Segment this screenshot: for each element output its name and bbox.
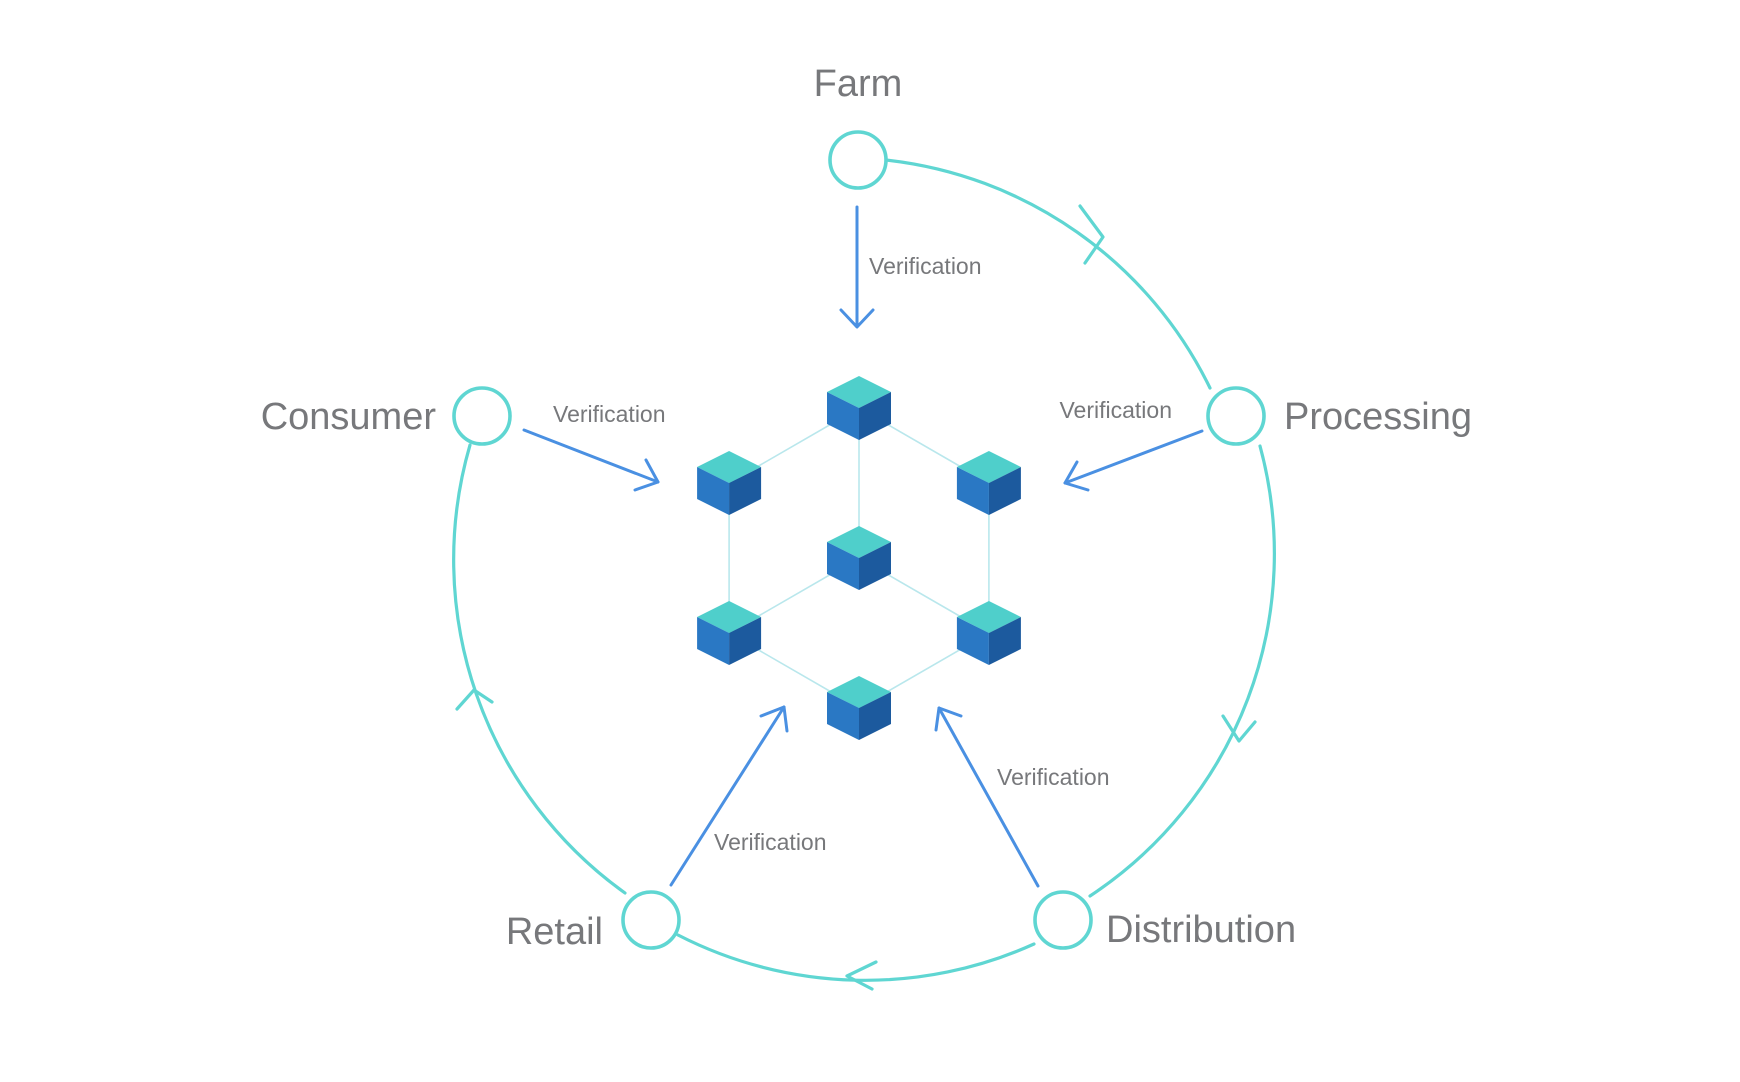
ring-arc-processing-to-distribution (1088, 444, 1276, 898)
blockchain-cube-icon (956, 601, 1021, 665)
cube-face (859, 392, 891, 440)
distribution-label: Distribution (1106, 909, 1296, 951)
stage-labels: Farm Processing Distribution Retail Cons… (261, 63, 1472, 953)
farm-verification-label: Verification (869, 253, 982, 279)
cube-face (859, 692, 891, 740)
consumer-verification-arrow (522, 428, 660, 492)
distribution-verification-arrow (934, 706, 1040, 888)
cube-face (827, 392, 859, 440)
blockchain-cube-icon (827, 676, 891, 740)
farm-node-circle (828, 130, 888, 190)
consumer-verification-label: Verification (553, 401, 666, 427)
ring-arc-distribution-to-retail (676, 933, 1036, 982)
network-blocks (697, 376, 1021, 740)
cube-face (729, 467, 762, 515)
cube-face (729, 617, 762, 665)
blockchain-cube-icon (697, 451, 762, 515)
cube-face (859, 542, 891, 590)
blockchain-cube-icon (956, 451, 1021, 515)
ring-direction-chevron (845, 960, 878, 991)
verification-labels: Verification Verification Verification V… (553, 253, 1172, 855)
processing-node-circle (1206, 386, 1266, 446)
retail-verification-arrow (669, 705, 789, 887)
distribution-node-circle (1033, 890, 1093, 950)
retail-label: Retail (506, 911, 603, 953)
ring-direction-chevron (1078, 204, 1105, 265)
ring-direction-chevron (1221, 714, 1257, 743)
cube-face (956, 617, 989, 665)
cube-face (988, 467, 1021, 515)
ring-direction-chevron (455, 688, 494, 711)
retail-node-circle (621, 890, 681, 950)
cube-face (827, 542, 859, 590)
retail-verification-label: Verification (714, 829, 827, 855)
consumer-label: Consumer (261, 396, 437, 438)
stage-nodes (452, 130, 1266, 950)
processing-label: Processing (1284, 396, 1472, 438)
processing-verification-label: Verification (1059, 397, 1172, 423)
verification-arrows (522, 205, 1204, 888)
cube-face (697, 467, 730, 515)
consumer-node-circle (452, 386, 512, 446)
supply-cycle-ring (452, 158, 1276, 991)
cube-face (827, 692, 859, 740)
farm-verification-arrow (839, 205, 875, 329)
blockchain-cube-icon (697, 601, 762, 665)
ring-arc-farm-to-processing (884, 158, 1212, 390)
processing-verification-arrow (1063, 429, 1204, 492)
distribution-verification-label: Verification (997, 764, 1110, 790)
farm-label: Farm (814, 63, 903, 105)
ring-arc-retail-to-consumer (452, 443, 627, 895)
blockchain-cube-icon (827, 526, 891, 590)
cube-face (956, 467, 989, 515)
cube-face (697, 617, 730, 665)
cube-face (988, 617, 1021, 665)
blockchain-network (697, 376, 1021, 740)
blockchain-cube-icon (827, 376, 891, 440)
